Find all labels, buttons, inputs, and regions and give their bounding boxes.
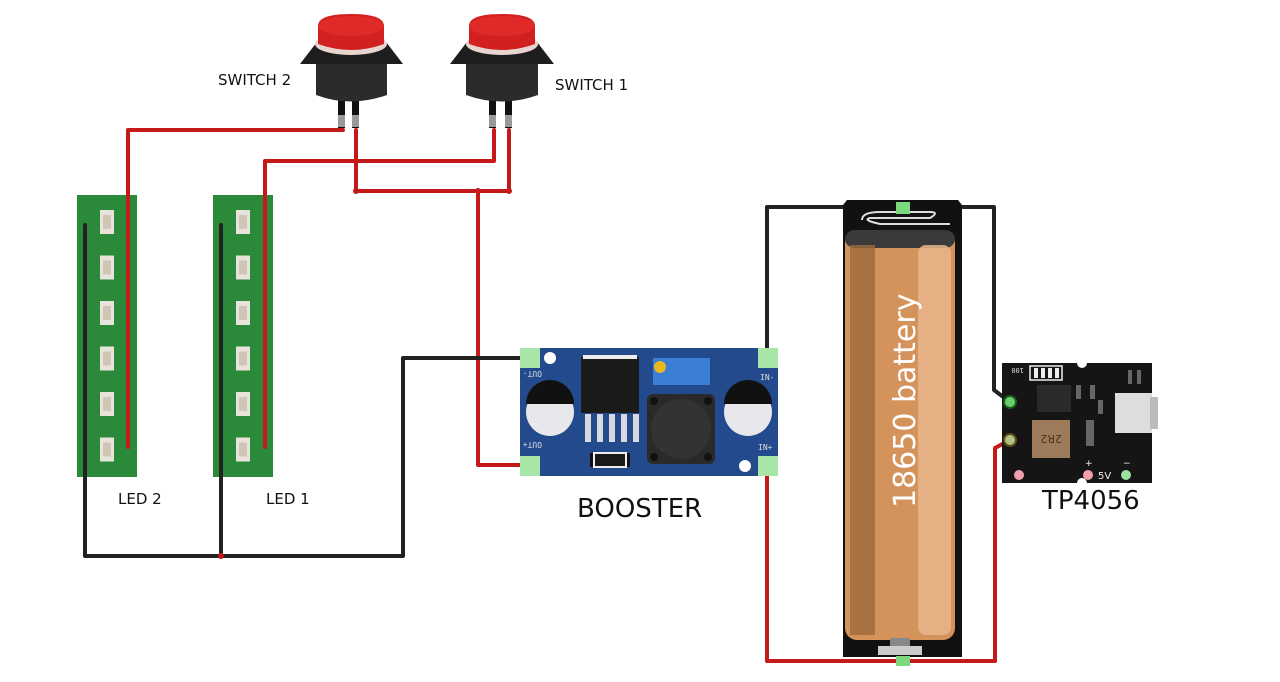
positive-wires [126,128,1012,663]
pin-label-in-plus: IN+ [758,443,773,452]
wire-switch2-led2[interactable] [126,128,345,449]
switch-2-label: SWITCH 2 [218,71,292,89]
wire-switch1-led1[interactable] [263,128,496,449]
booster-module[interactable]: OUT- OUT+ IN- IN+ [520,348,778,476]
switch-2[interactable] [300,14,403,128]
charger-pin-bat-minus[interactable] [1003,395,1017,409]
pin-label-in-minus: IN- [760,373,774,382]
pin-out-plus[interactable] [520,456,540,476]
svg-text:−: − [1123,459,1131,469]
charger-pin-bat-plus[interactable] [1003,433,1017,447]
charger-top-text: 100 [1011,366,1024,374]
tp4056-charger[interactable]: 100 2R2 5V + − [1002,358,1158,488]
wire-booster-in-plus-battery[interactable] [765,438,1012,663]
booster-label: BOOSTER [577,494,703,524]
pin-out-minus[interactable] [520,348,540,368]
tp4056-label: TP4056 [1042,486,1140,516]
wire-booster-in-minus-battery[interactable] [765,205,1012,404]
charger-pin-5v-plus[interactable] [1083,470,1093,480]
wire-bus-booster-out-plus[interactable] [476,189,530,467]
wire-joints [218,188,512,559]
wire-switch-bus[interactable] [354,128,511,193]
led-2-label: LED 2 [118,490,162,508]
charger-inductor [1032,420,1070,458]
switch-1-label: SWITCH 1 [555,76,629,94]
pin-in-plus[interactable] [758,456,778,476]
svg-text:2R2: 2R2 [1040,432,1062,445]
led-1-label: LED 1 [266,490,310,508]
regulator-ic [581,357,639,413]
pin-in-minus[interactable] [758,348,778,368]
battery-holder[interactable]: 18650 battery [843,200,962,666]
pin-label-out-plus: OUT+ [523,440,542,449]
switch-1[interactable] [450,14,554,128]
micro-usb-port[interactable] [1115,393,1152,433]
negative-wires [83,205,1012,558]
charger-pin-out[interactable] [1014,470,1024,480]
pin-label-out-minus: OUT- [523,369,542,378]
battery-label: 18650 battery [888,294,923,508]
charger-ic [1037,385,1071,412]
charger-5v-label: 5V [1098,471,1111,482]
svg-text:+: + [1085,459,1093,469]
wire-ground-led2-booster[interactable] [83,223,530,558]
charger-pin-5v-minus[interactable] [1121,470,1131,480]
